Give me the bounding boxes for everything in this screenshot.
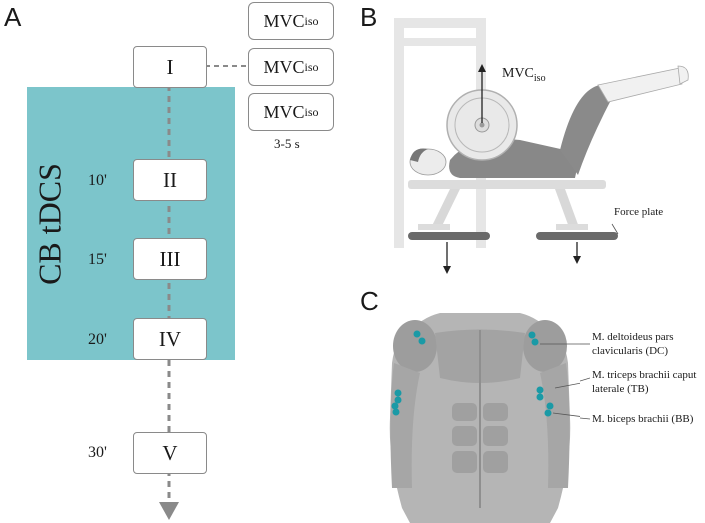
muscle-label-line: clavicularis (DC) [592, 345, 669, 357]
muscle-anatomy-illustration [389, 313, 580, 523]
mvc-sub: iso [304, 59, 319, 74]
time-30: 30' [88, 444, 107, 461]
stage-III: III [133, 238, 207, 280]
muscle-label-bb: M. biceps brachii (BB) [592, 412, 693, 426]
panel-a-letter: A [4, 2, 22, 32]
connector-line [205, 65, 250, 67]
muscle-label-line: M. triceps brachii caput [592, 369, 697, 381]
muscle-label-dc: M. deltoideus pars clavicularis (DC) [592, 330, 674, 358]
stage-V: V [133, 432, 207, 474]
stage-II: II [133, 159, 207, 201]
mvc-sub: iso [304, 13, 319, 28]
mvc-text: MVC [502, 66, 534, 81]
timeline-arrow [159, 85, 179, 520]
tdcs-label: CB tDCS [31, 163, 68, 285]
mvc-text: MVC [263, 56, 305, 77]
mvc-sub: iso [533, 72, 546, 84]
time-10: 10' [88, 172, 107, 189]
time-15: 15' [88, 251, 107, 268]
muscle-label-line: M. deltoideus pars [592, 331, 674, 343]
force-plate-label: Force plate [614, 206, 664, 218]
leader-lines [580, 343, 590, 420]
mvc-text: MVC [263, 10, 305, 31]
duration-label: 3-5 s [274, 136, 300, 151]
mvc-sub: iso [304, 104, 319, 119]
stage-I: I [133, 46, 207, 88]
muscle-label-line: laterale (TB) [592, 383, 649, 395]
panel-b-letter: B [360, 2, 378, 32]
muscle-label-line: M. biceps brachii (BB) [592, 413, 694, 425]
bench-press-illustration [394, 18, 689, 274]
mvc-label-b: MVCiso [502, 66, 546, 84]
muscle-label-tb: M. triceps brachii caput laterale (TB) [592, 368, 696, 396]
panel-c-letter: C [360, 286, 379, 316]
tdcs-band [27, 87, 235, 360]
time-20: 20' [88, 331, 107, 348]
stage-IV: IV [133, 318, 207, 360]
mvc-text: MVC [263, 101, 305, 122]
